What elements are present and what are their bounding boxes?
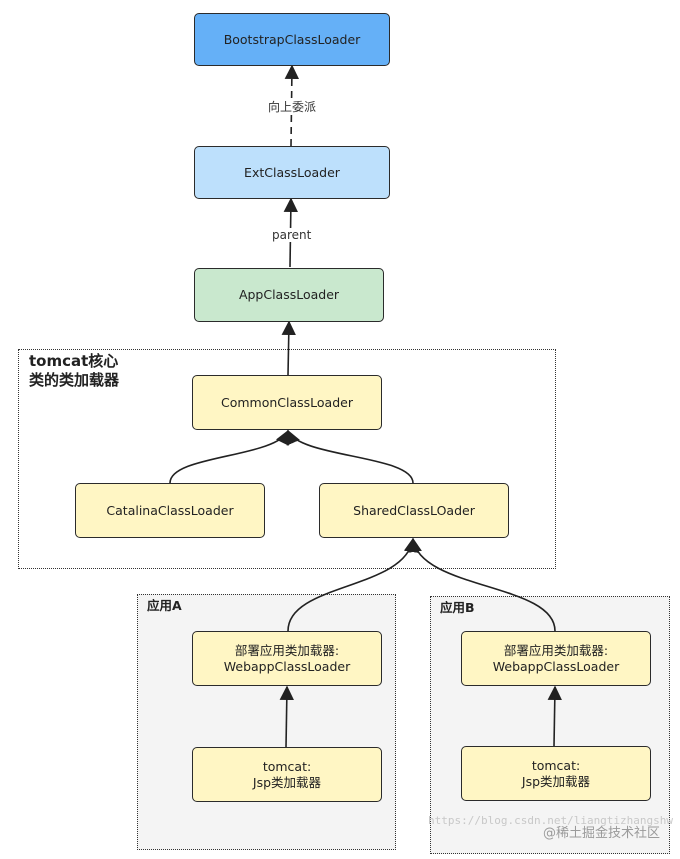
edge-common-to-app [281, 320, 296, 376]
jsp-b-label-line1: tomcat: [531, 757, 581, 773]
tomcat-core-group-title: tomcat核心 类的类加载器 [29, 352, 119, 390]
tomcat-core-group: tomcat核心 类的类加载器 [18, 349, 556, 569]
jsp-b-label-line2: Jsp类加载器 [521, 773, 591, 789]
webapp-a-label-line1: 部署应用类加载器: [234, 642, 340, 658]
webapp-a-label-line2: WebappClassLoader [223, 658, 351, 674]
tomcat-core-title-line2: 类的类加载器 [29, 371, 120, 389]
webapp-b-label-line1: 部署应用类加载器: [503, 642, 609, 658]
webapp-class-loader-b-node: 部署应用类加载器: WebappClassLoader [461, 631, 651, 686]
ext-class-loader-node: ExtClassLoader [194, 146, 390, 199]
edge-catalina-to-common [169, 429, 289, 484]
bootstrap-class-loader-label: BootstrapClassLoader [223, 31, 361, 47]
watermark: @稀土掘金技术社区 [542, 826, 660, 841]
app-b-group-title: 应用B [440, 600, 475, 615]
app-a-group-title: 应用A [147, 598, 182, 613]
edge-label-parent: parent [270, 228, 314, 242]
tomcat-core-title-line1: tomcat核心 [29, 352, 119, 370]
edge-webapp-b-to-shared [407, 537, 556, 632]
jsp-a-label-line2: Jsp类加载器 [252, 774, 322, 790]
common-class-loader-node: CommonClassLoader [192, 375, 382, 430]
edge-jsp-b-to-webapp-b [547, 685, 562, 747]
jsp-class-loader-b-node: tomcat: Jsp类加载器 [461, 746, 651, 801]
webapp-b-label-line2: WebappClassLoader [492, 658, 620, 674]
edge-jsp-a-to-webapp-a [279, 685, 294, 748]
edge-shared-to-common [286, 429, 414, 484]
edge-webapp-a-to-shared [287, 537, 419, 632]
shared-class-loader-node: SharedClassLOader [319, 483, 509, 538]
shared-class-loader-label: SharedClassLOader [353, 502, 475, 518]
bootstrap-class-loader-node: BootstrapClassLoader [194, 13, 390, 66]
ext-class-loader-label: ExtClassLoader [244, 164, 340, 180]
app-class-loader-label: AppClassLoader [238, 287, 340, 302]
jsp-a-label-line1: tomcat: [262, 758, 312, 774]
app-class-loader-node: AppClassLoader [194, 268, 384, 322]
edge-label-delegate-up: 向上委派 [266, 98, 319, 115]
common-class-loader-label: CommonClassLoader [220, 394, 353, 410]
catalina-class-loader-node: CatalinaClassLoader [75, 483, 265, 538]
catalina-class-loader-label: CatalinaClassLoader [106, 502, 234, 518]
webapp-class-loader-a-node: 部署应用类加载器: WebappClassLoader [192, 631, 382, 686]
watermark-url: https://blog.csdn.net/liangtizhangshw [428, 814, 674, 827]
jsp-class-loader-a-node: tomcat: Jsp类加载器 [192, 747, 382, 802]
